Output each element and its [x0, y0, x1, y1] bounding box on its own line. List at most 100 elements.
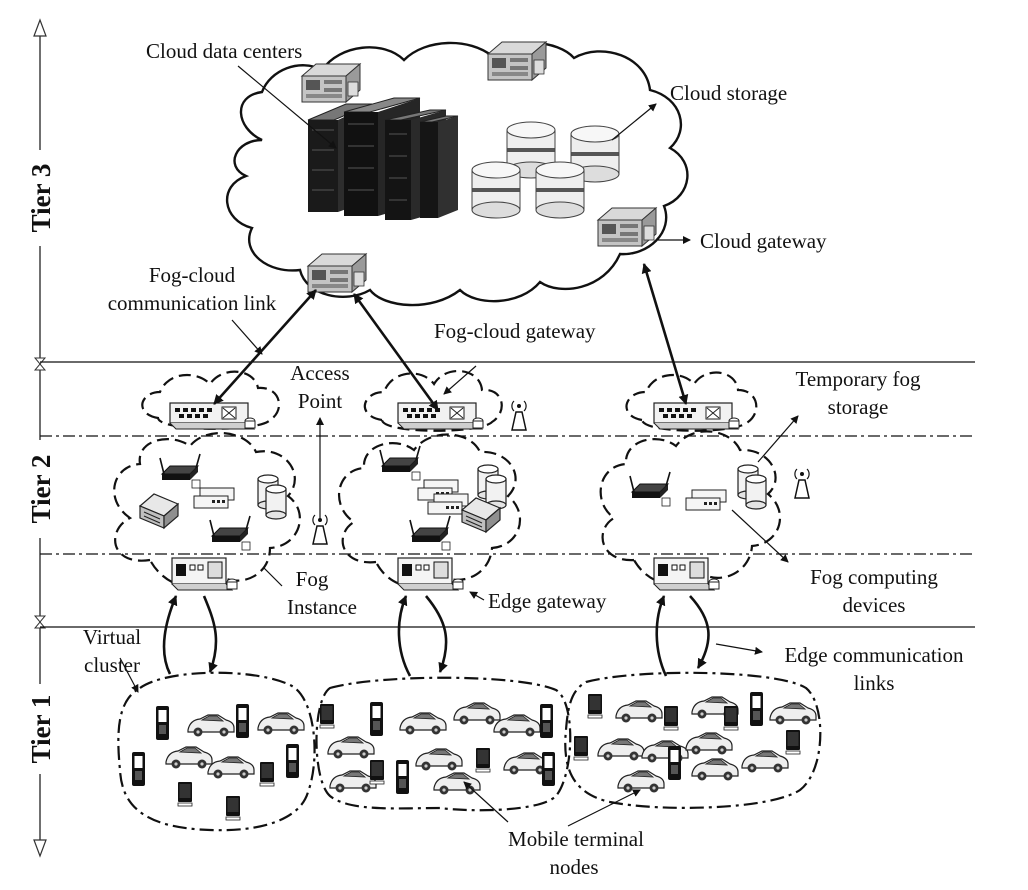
- car-icon: [257, 712, 305, 736]
- label-access-point-line1: Access: [290, 361, 349, 385]
- wifi-router-icon: [629, 471, 671, 507]
- fog-computing-device-icon: [193, 487, 235, 509]
- mobile-phone-icon: [785, 729, 801, 755]
- mobile-phone-icon: [750, 692, 763, 726]
- mobile-phone-icon: [286, 744, 299, 778]
- car-icon: [597, 738, 645, 762]
- mobile-phone-icon: [370, 702, 383, 736]
- car-icon: [493, 714, 541, 738]
- antenna-icon: [511, 400, 527, 431]
- car-icon: [453, 702, 501, 726]
- label-fog-computing-devices-line2: devices: [843, 593, 906, 617]
- mobile-phone-icon: [236, 704, 249, 738]
- label-fog-cloud-gateway: Fog-cloud gateway: [434, 319, 596, 343]
- mobile-phone-icon: [177, 781, 193, 807]
- fog-cloud-gateway-icon: [397, 402, 484, 430]
- mobile-phone-icon: [259, 761, 275, 787]
- car-icon: [433, 772, 481, 796]
- mobile-phone-icon: [319, 703, 335, 729]
- label-temporary-fog-storage-line2: storage: [828, 395, 889, 419]
- wifi-router-icon: [209, 515, 251, 551]
- edge-gateway-icon: [171, 557, 238, 591]
- car-icon: [165, 746, 213, 770]
- car-icon: [415, 748, 463, 772]
- fog-cloud-link-2: [352, 293, 440, 411]
- mobile-phone-icon: [475, 747, 491, 773]
- label-fog-instance-line2: Instance: [287, 595, 357, 619]
- car-icon: [187, 714, 235, 738]
- label-fog-computing-devices-line1: Fog computing: [810, 565, 938, 589]
- edge-gateway-icon: [653, 557, 720, 591]
- database-icon: [535, 161, 585, 219]
- mobile-phone-icon: [156, 706, 169, 740]
- mobile-phone-icon: [132, 752, 145, 786]
- database-icon: [471, 161, 521, 219]
- tier-1-label: Tier 1: [26, 695, 56, 764]
- server-rack-icon: [307, 97, 459, 220]
- label-mobile-terminal-nodes-line1: Mobile terminal: [508, 827, 644, 851]
- edge-link-1b: [202, 595, 218, 673]
- virtual-cluster-3: [564, 671, 822, 809]
- wifi-router-icon: [409, 515, 451, 551]
- fog-cloud-link-3: [641, 263, 689, 405]
- label-edge-communication-links-line1: Edge communication: [784, 643, 964, 667]
- label-access-point-line2: Point: [298, 389, 343, 413]
- database-icon: [265, 484, 287, 520]
- label-virtual-cluster-line1: Virtual: [83, 625, 141, 649]
- wifi-router-icon: [159, 453, 201, 489]
- edge-gateway-icon: [397, 557, 464, 591]
- label-fog-instance-line1: Fog: [296, 567, 329, 591]
- server-icon: [307, 253, 367, 293]
- fog-cloud-gateway-icon: [169, 402, 256, 430]
- label-cloud-data-centers: Cloud data centers: [146, 39, 302, 63]
- label-edge-gateway: Edge gateway: [488, 589, 607, 613]
- edge-link-2a: [397, 595, 412, 677]
- label-fog-cloud-link-line2: communication link: [108, 291, 277, 315]
- mobile-phone-icon: [668, 746, 681, 780]
- car-icon: [615, 700, 663, 724]
- mobile-phone-icon: [396, 760, 409, 794]
- edge-link-3a: [655, 595, 668, 677]
- car-icon: [399, 712, 447, 736]
- database-icon: [745, 474, 767, 510]
- label-mobile-terminal-nodes-line2: nodes: [550, 855, 599, 879]
- fog-computing-device-icon: [685, 489, 727, 511]
- edge-link-1a: [162, 595, 178, 675]
- car-icon: [327, 736, 375, 760]
- mobile-phone-icon: [573, 735, 589, 761]
- label-virtual-cluster-line2: cluster: [84, 653, 140, 677]
- label-cloud-gateway: Cloud gateway: [700, 229, 827, 253]
- virtual-cluster-2: [315, 676, 572, 812]
- label-edge-communication-links-line2: links: [854, 671, 895, 695]
- edge-link-3b: [689, 595, 710, 669]
- server-icon: [597, 207, 657, 247]
- mobile-phone-icon: [663, 705, 679, 731]
- label-cloud-storage: Cloud storage: [670, 81, 787, 105]
- car-icon: [685, 732, 733, 756]
- fog-cloud-link-1: [213, 289, 317, 405]
- mobile-phone-icon: [225, 795, 241, 821]
- fog-instance-cloud-1: [113, 432, 301, 589]
- car-icon: [329, 770, 377, 794]
- fog-cloud-gateway-icon: [653, 402, 740, 430]
- car-icon: [207, 756, 255, 780]
- car-icon: [769, 702, 817, 726]
- virtual-cluster-1: [117, 671, 316, 832]
- label-fog-cloud-link-line1: Fog-cloud: [149, 263, 236, 287]
- car-icon: [741, 750, 789, 774]
- mobile-phone-icon: [587, 693, 603, 719]
- car-icon: [617, 770, 665, 794]
- tier-3-label: Tier 3: [26, 164, 56, 233]
- car-icon: [641, 740, 689, 764]
- antenna-icon: [794, 468, 810, 499]
- mobile-phone-icon: [540, 704, 553, 738]
- network-switch-icon: [139, 493, 179, 529]
- edge-link-2b: [425, 595, 448, 673]
- tier-2-label: Tier 2: [26, 455, 56, 524]
- car-icon: [691, 758, 739, 782]
- mobile-phone-icon: [542, 752, 555, 786]
- server-icon: [301, 63, 361, 103]
- mobile-phone-icon: [723, 705, 739, 731]
- server-icon: [487, 41, 547, 81]
